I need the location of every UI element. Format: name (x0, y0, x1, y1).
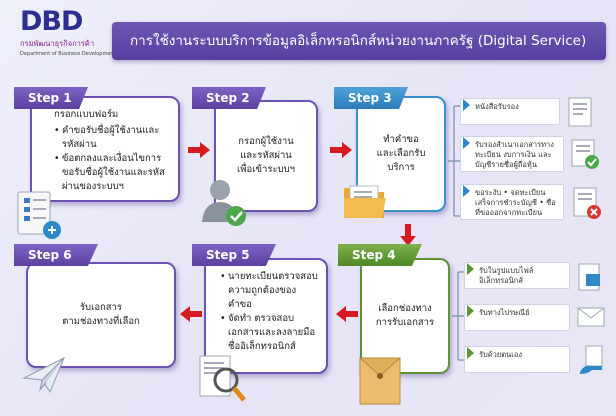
certificate-document-icon (566, 96, 596, 132)
step-6-line: รับเอกสาร (79, 302, 123, 313)
arrow-step1-to-step2 (188, 142, 210, 158)
arrow-step4-to-step5 (336, 306, 358, 322)
step-2-line: เพื่อเข้าระบบฯ (237, 164, 295, 175)
step-5-bullet: จัดทำ ตรวจสอบเอกสารและลงลายมือชื่ออิเล็ก… (220, 312, 320, 354)
step-5-bullet: นายทะเบียนตรวจสอบความถูกต้องของคำขอ (220, 270, 320, 312)
page-title: การใช้งานระบบบริการข้อมูลอิเล็กทรอนิกส์ห… (112, 22, 606, 60)
bullet-arrow-icon (467, 263, 474, 275)
step-2-box: กรอกผู้ใช้งาน และรหัสผ่าน เพื่อเข้าระบบฯ (214, 100, 318, 212)
e-document-icon (576, 262, 606, 296)
dbd-logo: DBD กรมพัฒนาธุรกิจการค้า Department of B… (20, 8, 120, 64)
step-1-bullet: คำขอรับชื่อผู้ใช้งานและรหัสผ่าน (54, 124, 172, 152)
step-6-box: รับเอกสาร ตามช่องทางที่เลือก (26, 262, 176, 368)
bullet-arrow-icon (467, 305, 474, 317)
logo-name-th: กรมพัฒนาธุรกิจการค้า (20, 39, 95, 48)
channel-item-text: รับด้วยตนเอง (479, 350, 522, 359)
step-1-bullet: ข้อตกลงและเงื่อนไขการขอรับชื่อผู้ใช้งานแ… (54, 152, 172, 194)
reject-icon (572, 186, 602, 224)
paper-plane-icon (22, 356, 66, 398)
bullet-arrow-icon (463, 137, 470, 149)
step-3-line: บริการ (387, 162, 415, 173)
step-6-line: ตามช่องทางที่เลือก (62, 316, 140, 327)
folder-icon (342, 182, 388, 226)
channel-item-text: รับทางไปรษณีย์ (479, 308, 530, 317)
step-6-tab: Step 6 (14, 244, 98, 266)
channel-item: รับด้วยตนเอง (464, 346, 570, 373)
mail-envelope-icon (576, 304, 606, 334)
bullet-arrow-icon (467, 347, 474, 359)
step-4-tab: Step 4 (338, 244, 422, 266)
step-2-line: และรหัสผ่าน (240, 150, 292, 161)
step-3-tab: Step 3 (334, 87, 408, 109)
magnifier-document-icon (196, 352, 248, 408)
logo-mark: DBD (20, 6, 83, 37)
channel-item: รับในรูปแบบไฟล์อิเล็กทรอนิกส์ (464, 262, 570, 289)
arrow-step3-to-step4 (400, 224, 416, 246)
step-3-line: ทำคำขอ (383, 134, 419, 145)
step-3-line: และเลือกรับ (376, 148, 426, 159)
arrow-step2-to-step3 (330, 142, 352, 158)
step-5-box: นายทะเบียนตรวจสอบความถูกต้องของคำขอ จัดท… (204, 258, 328, 374)
step-1-box: กรอกแบบฟอร์ม คำขอรับชื่อผู้ใช้งานและรหัส… (30, 96, 180, 202)
service-item-text: รับรองสำเนาเอกสารทางทะเบียน งบการเงิน แล… (475, 140, 554, 169)
service-item-text: หนังสือรับรอง (475, 102, 519, 111)
step-2-line: กรอกผู้ใช้งาน (238, 136, 294, 147)
channels-bracket (452, 271, 464, 361)
step-1-heading: กรอกแบบฟอร์ม (54, 109, 119, 120)
service-item: ขอระงับ • จดทะเบียนเสร็จการชำระบัญชี • ช… (460, 184, 564, 220)
hand-document-icon (578, 344, 608, 380)
service-item-text: ขอระงับ • จดทะเบียนเสร็จการชำระบัญชี • ช… (475, 188, 556, 217)
check-icon (570, 138, 600, 174)
step-5-tab: Step 5 (192, 244, 276, 266)
step-4-box: เลือกช่องทาง การรับเอกสาร (360, 258, 450, 374)
step-1-tab: Step 1 (14, 87, 88, 109)
channel-item-text: รับในรูปแบบไฟล์อิเล็กทรอนิกส์ (479, 266, 534, 285)
step-4-line: เลือกช่องทาง (378, 303, 432, 314)
step-2-tab: Step 2 (192, 87, 266, 109)
document-form-icon (14, 190, 64, 246)
bullet-arrow-icon (463, 185, 470, 197)
bullet-arrow-icon (463, 99, 470, 111)
services-bracket (448, 105, 460, 217)
user-check-icon (200, 176, 250, 232)
service-item: รับรองสำเนาเอกสารทางทะเบียน งบการเงิน แล… (460, 136, 564, 172)
logo-name-en: Department of Business Development (20, 51, 116, 57)
channel-item: รับทางไปรษณีย์ (464, 304, 570, 331)
envelope-icon (356, 356, 404, 410)
arrow-step5-to-step6 (180, 306, 202, 322)
service-item: หนังสือรับรอง (460, 98, 560, 125)
step-4-line: การรับเอกสาร (375, 317, 435, 328)
